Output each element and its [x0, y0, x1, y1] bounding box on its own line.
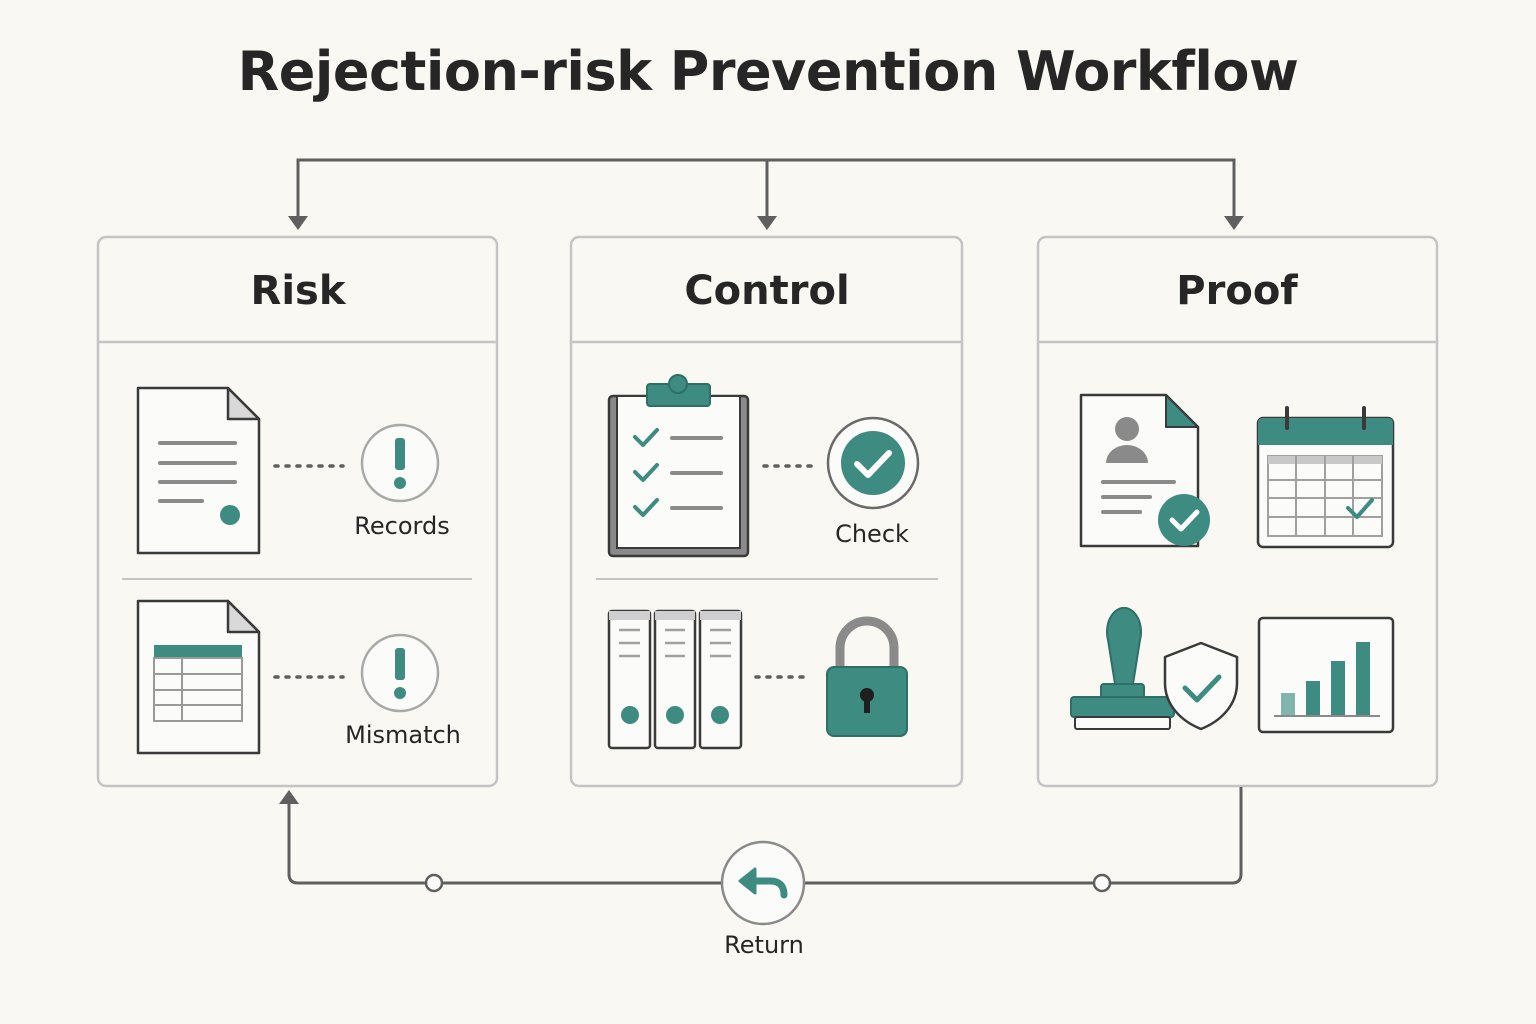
stamp-shield-icon	[1070, 606, 1239, 731]
return-icon	[720, 840, 806, 926]
spreadsheet-icon	[136, 599, 261, 755]
checklist-clipboard-icon	[607, 374, 750, 558]
loop-node	[1092, 873, 1112, 893]
arrow-to-control	[757, 216, 777, 230]
label-return: Return	[724, 931, 804, 959]
panel-title-control: Control	[684, 268, 850, 314]
verified-profile-icon	[1079, 393, 1210, 548]
check-circle-icon	[826, 416, 920, 510]
arrow-to-proof	[1224, 216, 1244, 230]
padlock-icon	[826, 616, 908, 737]
panel-title-proof: Proof	[1176, 268, 1298, 314]
loop-node	[424, 873, 444, 893]
document-icon	[136, 386, 261, 555]
top-connector	[296, 158, 1236, 218]
arrow-to-risk-return	[279, 790, 299, 804]
panel-title-risk: Risk	[250, 268, 346, 314]
exclamation-icon	[360, 633, 440, 713]
exclamation-icon	[360, 423, 440, 503]
label-check: Check	[835, 520, 909, 548]
bar-chart-icon	[1257, 616, 1395, 734]
diagram-title: Rejection-risk Prevention Workflow	[237, 40, 1299, 103]
binders-icon	[607, 609, 743, 750]
calendar-check-icon	[1256, 406, 1395, 549]
label-mismatch: Mismatch	[345, 721, 461, 749]
label-records: Records	[354, 512, 450, 540]
arrow-to-risk	[288, 216, 308, 230]
